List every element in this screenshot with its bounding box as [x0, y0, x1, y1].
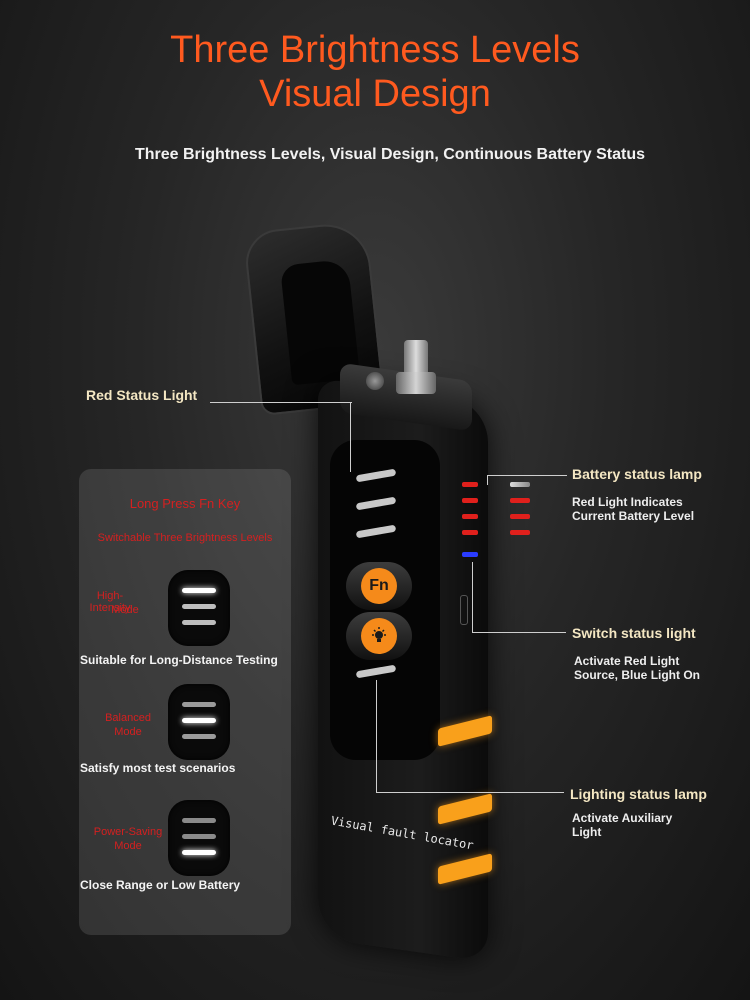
mode-3-desc: Close Range or Low Battery: [80, 878, 241, 892]
modes-panel-subtitle: Switchable Three Brightness Levels: [97, 532, 273, 544]
subheadline: Three Brightness Levels, Visual Design, …: [134, 146, 646, 163]
fn-button[interactable]: Fn: [346, 562, 412, 610]
mode-1-name-2: Mode: [111, 604, 139, 616]
lighting-line-h: [376, 792, 564, 793]
battery-line-drop: [487, 475, 488, 485]
fn-button-label: Fn: [361, 568, 397, 604]
lighting-line-v: [376, 680, 377, 792]
usb-port-icon: [460, 595, 468, 625]
battery-led-3: [462, 514, 478, 519]
battery-led-2: [462, 498, 478, 503]
red-status-line-drop: [350, 402, 351, 472]
mode-balanced-indicator: [168, 684, 230, 760]
mode-3-name-1: Power-Saving: [93, 826, 163, 838]
lock-screw: [366, 372, 384, 390]
mode-3-name-2: Mode: [114, 840, 142, 852]
lighting-callout-desc-1: Activate Auxiliary: [572, 811, 673, 825]
mode-high-intensity-indicator: [168, 570, 230, 646]
legend-led-1: [510, 482, 530, 487]
mode-2-name-1: Balanced: [105, 712, 151, 724]
mode-1-desc: Suitable for Long-Distance Testing: [80, 653, 278, 667]
switch-line-v: [472, 562, 473, 632]
legend-led-3: [510, 514, 530, 519]
lighting-callout-title: Lighting status lamp: [570, 786, 707, 802]
switch-led-blue: [462, 552, 478, 557]
battery-callout-desc-2: Current Battery Level: [572, 509, 695, 523]
mode-2-desc: Satisfy most test scenarios: [80, 761, 236, 775]
mode-power-saving-indicator: [168, 800, 230, 876]
battery-callout-desc-1: Red Light Indicates: [572, 495, 683, 509]
light-bulb-icon: [361, 618, 397, 654]
battery-led-1: [462, 482, 478, 487]
red-status-line: [210, 402, 352, 403]
modes-panel-title: Long Press Fn Key: [129, 496, 241, 511]
switch-callout-title: Switch status light: [572, 625, 696, 641]
switch-callout-desc-2: Source, Blue Light On: [574, 668, 701, 682]
headline-line-1: Three Brightness Levels: [170, 29, 580, 71]
light-button[interactable]: [346, 612, 412, 660]
connector-nut: [396, 372, 436, 394]
battery-led-4: [462, 530, 478, 535]
switch-line-h: [472, 632, 566, 633]
lighting-callout-desc-2: Light: [572, 825, 602, 839]
battery-callout-title: Battery status lamp: [572, 466, 702, 482]
switch-callout-desc-1: Activate Red Light: [574, 654, 680, 668]
mode-1-name-1: High-Intensity: [89, 590, 131, 614]
legend-led-4: [510, 530, 530, 535]
headline-line-2: Visual Design: [259, 73, 491, 115]
red-status-callout: Red Status Light: [86, 387, 198, 403]
battery-line: [487, 475, 567, 476]
mode-2-name-2: Mode: [114, 726, 142, 738]
legend-led-2: [510, 498, 530, 503]
